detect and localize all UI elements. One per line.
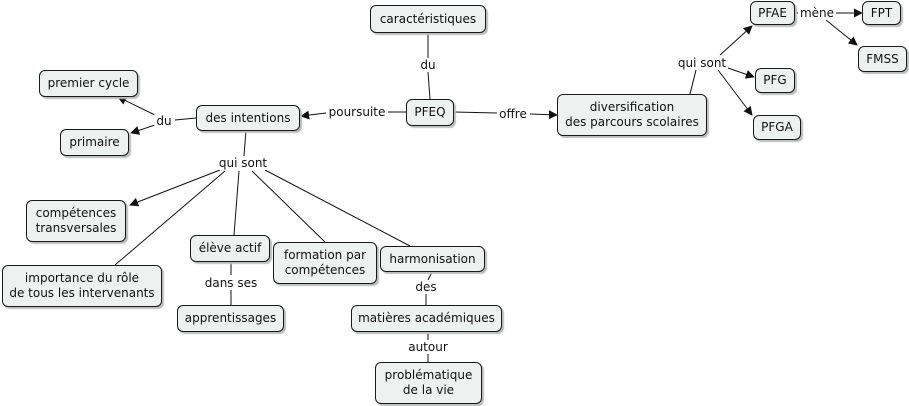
link-label-mene: mène — [797, 6, 837, 20]
concept-importance-du-role[interactable]: importance du rôle de tous les intervena… — [2, 265, 162, 307]
link-line — [529, 110, 558, 120]
link-line — [117, 96, 156, 116]
concept-pfg[interactable]: PFG — [755, 68, 795, 93]
link-label-dans-ses: dans ses — [202, 276, 260, 290]
link-line — [251, 170, 326, 243]
concept-harmonisation[interactable]: harmonisation — [380, 246, 485, 272]
link-line — [243, 129, 247, 157]
link-label-du-left: du — [154, 114, 174, 128]
concept-pfeq[interactable]: PFEQ — [406, 99, 454, 126]
link-line — [130, 124, 156, 135]
link-line — [717, 69, 753, 116]
link-line — [719, 25, 753, 56]
link-label-poursuite: poursuite — [326, 105, 388, 119]
concept-primaire[interactable]: primaire — [60, 129, 129, 156]
concept-premier-cycle[interactable]: premier cycle — [39, 70, 138, 97]
link-line — [233, 170, 240, 236]
link-line — [300, 110, 327, 120]
link-label-du-top: du — [418, 58, 438, 72]
link-label-offre: offre — [497, 107, 529, 121]
link-line — [174, 117, 197, 121]
link-line — [825, 19, 858, 46]
link-line — [427, 71, 431, 100]
link-line — [427, 271, 433, 281]
link-label-des: des — [413, 280, 439, 294]
link-label-qui-sont-left: qui sont — [216, 156, 270, 170]
link-label-qui-sont-right: qui sont — [675, 56, 729, 70]
concept-des-intentions[interactable]: des intentions — [196, 105, 300, 131]
concept-apprentissages[interactable]: apprentissages — [177, 305, 284, 332]
concept-pfae[interactable]: PFAE — [750, 1, 795, 25]
concept-matieres-academiques[interactable]: matières académiques — [351, 305, 502, 332]
concept-problematique-de-la-vie[interactable]: problématique de la vie — [375, 362, 482, 404]
link-line — [264, 169, 411, 247]
link-line — [453, 111, 498, 114]
concept-competences-transversales[interactable]: compétences transversales — [26, 200, 126, 242]
concept-fmss[interactable]: FMSS — [858, 46, 907, 72]
concept-formation-par-competences[interactable]: formation par compétences — [273, 242, 377, 284]
link-line — [727, 67, 755, 79]
link-line — [129, 169, 221, 207]
concept-eleve-actif[interactable]: élève actif — [190, 235, 270, 262]
link-line — [114, 170, 226, 266]
link-line — [689, 69, 697, 95]
concept-pfga[interactable]: PFGA — [753, 115, 801, 140]
concept-diversification[interactable]: diversification des parcours scolaires — [557, 94, 707, 136]
link-label-autour: autour — [406, 340, 450, 354]
concept-caracteristiques[interactable]: caractéristiques — [370, 5, 486, 33]
concept-fpt[interactable]: FPT — [862, 1, 901, 25]
